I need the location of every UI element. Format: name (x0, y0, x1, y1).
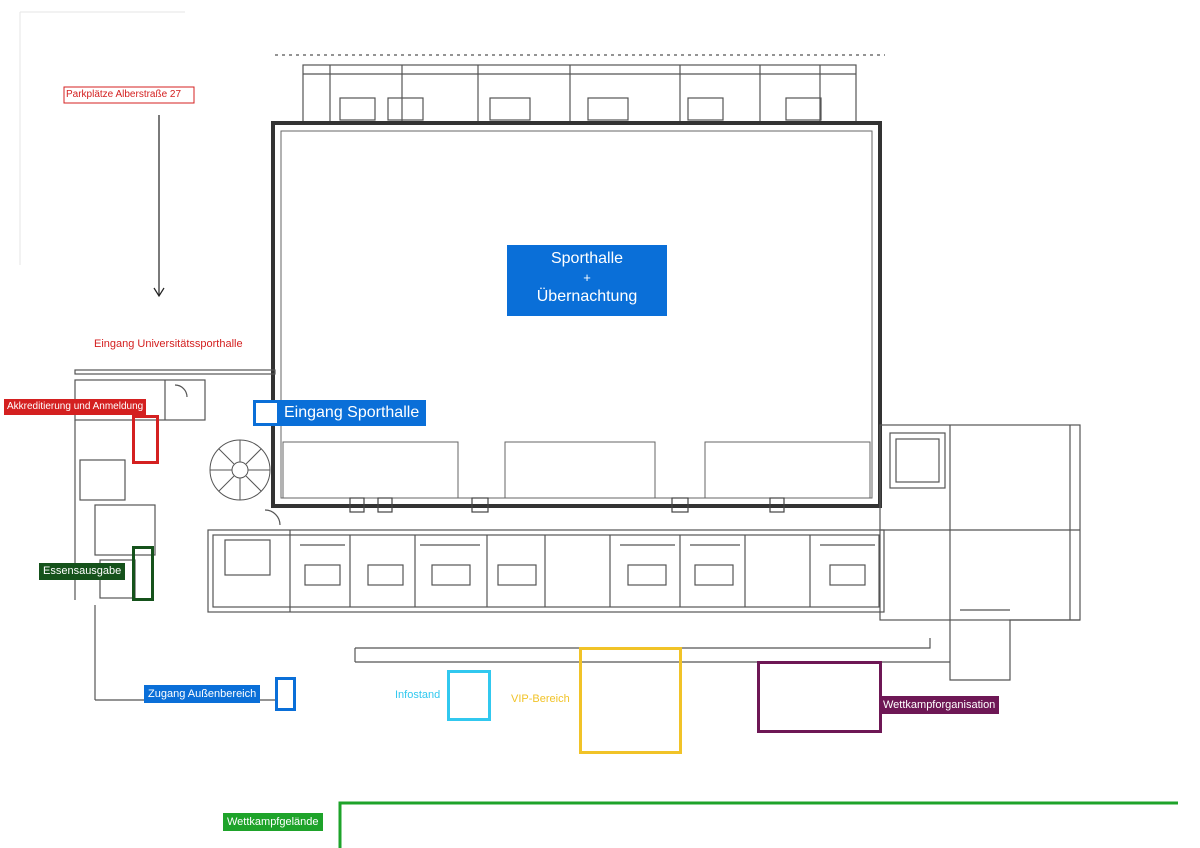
competition-grounds-border (338, 801, 1178, 848)
infostand-label: Infostand (395, 689, 441, 701)
storage-rooms (275, 54, 885, 124)
spiral-staircase (209, 439, 271, 501)
uni-entrance-label: Eingang Universitätssporthalle (94, 338, 243, 350)
right-wing (879, 424, 1081, 681)
vip-label: VIP-Bereich (511, 693, 570, 705)
outdoor-access-label: Zugang Außenbereich (144, 685, 261, 703)
changing-rooms (207, 529, 885, 613)
competition-org-label: Wettkampforganisation (879, 696, 1000, 714)
accreditation-label: Akkreditierung und Anmeldung (4, 399, 147, 415)
parking-frame (19, 11, 185, 265)
food-zone[interactable] (132, 546, 154, 601)
food-label: Essensausgabe (39, 563, 126, 580)
vip-zone[interactable] (579, 647, 682, 754)
competition-grounds-label: Wettkampfgelände (223, 813, 323, 831)
left-wing (74, 369, 281, 600)
hall-entrance-label: Eingang Sporthalle (280, 400, 427, 426)
sporthalle-line-3: Übernachtung (536, 288, 638, 305)
outdoor-access-door[interactable] (275, 677, 296, 711)
arrow-down-icon (153, 115, 165, 298)
competition-org-zone[interactable] (757, 661, 882, 733)
infostand-zone[interactable] (447, 670, 491, 721)
hall-entrance-door[interactable] (253, 400, 280, 426)
sporthalle-line-2: + (583, 270, 591, 285)
sporthalle-line-1: Sporthalle (550, 250, 624, 267)
accreditation-zone[interactable] (132, 415, 159, 464)
parking-label-frame (63, 86, 195, 104)
sporthalle-label[interactable]: Sporthalle + Übernachtung (507, 245, 667, 316)
main-hall-walls (271, 121, 882, 513)
parking-label: Parkplätze Alberstraße 27 (66, 89, 182, 100)
